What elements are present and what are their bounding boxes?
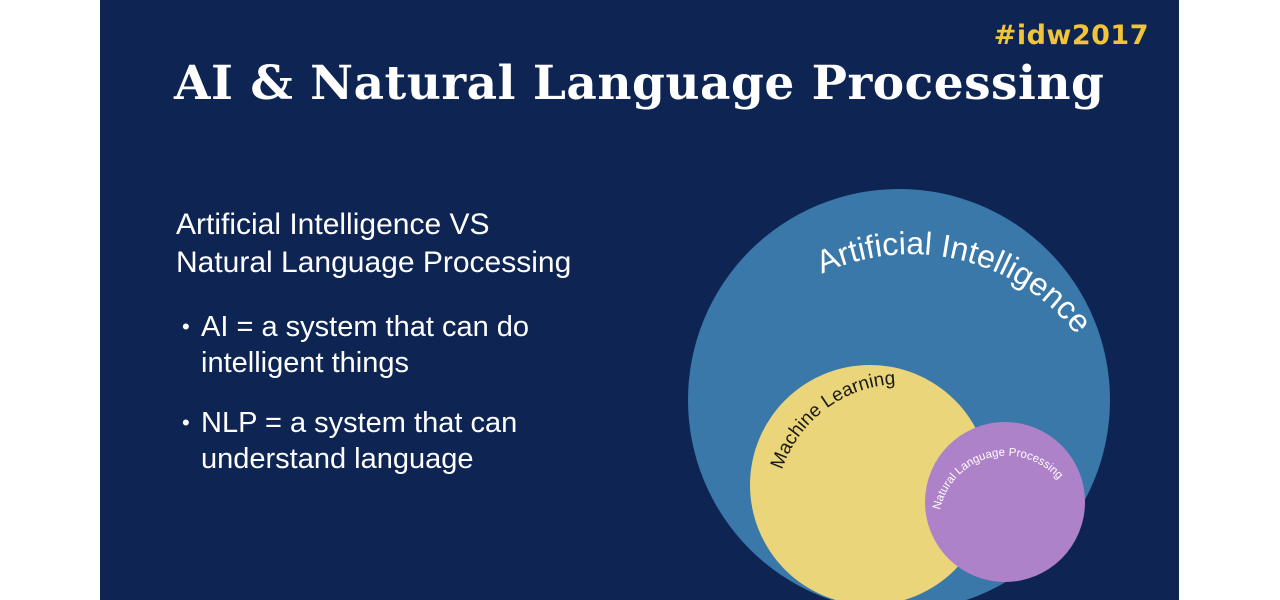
slide: #idw2017 AI & Natural Language Processin… [100,0,1179,600]
slide-title: AI & Natural Language Processing [174,56,1105,111]
bullet-dot: • [182,314,190,339]
bullet-dot: • [182,410,190,435]
subtitle-line-1: Artificial Intelligence VS [176,208,490,241]
bullet-text: NLP = a system that can understand langu… [201,407,518,475]
subtitle-line-2: Natural Language Processing [176,246,572,279]
nlp-circle [925,422,1085,582]
bullet-nlp: • NLP = a system that can understand lan… [182,405,591,477]
bullet-text: AI = a system that can do intelligent th… [201,311,530,379]
bullet-ai: • AI = a system that can do intelligent … [182,309,591,381]
subtitle: Artificial Intelligence VS Natural Langu… [176,206,656,282]
hashtag: #idw2017 [993,20,1149,51]
venn-diagram: Artificial Intelligence Machine Learning… [688,189,1110,600]
ml-circle [750,365,990,600]
